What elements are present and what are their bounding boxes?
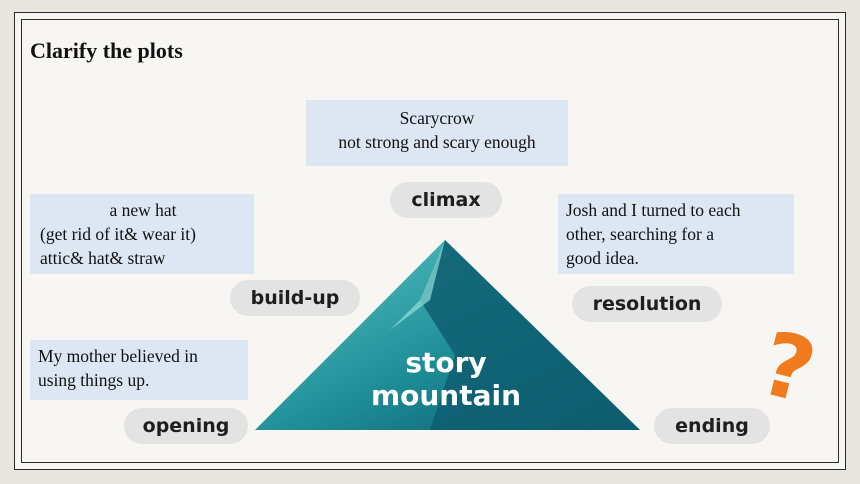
page-title: Clarify the plots bbox=[30, 38, 183, 63]
ending-label: ending bbox=[654, 408, 770, 444]
slide-inner-border bbox=[21, 19, 839, 463]
climax-note-line-2: not strong and scary enough bbox=[338, 132, 536, 152]
buildup-note-line-3: attic& hat& straw bbox=[40, 248, 166, 268]
resolution-note-box: Josh and I turned to each other, searchi… bbox=[558, 194, 794, 274]
opening-label: opening bbox=[124, 408, 248, 444]
resolution-label: resolution bbox=[572, 286, 722, 322]
mountain-label: story mountain bbox=[356, 346, 536, 412]
resolution-note-line-2: other, searching for a bbox=[566, 224, 714, 244]
buildup-note-box: a new hat (get rid of it& wear it) attic… bbox=[30, 194, 254, 274]
opening-note-box: My mother believed in using things up. bbox=[30, 340, 248, 400]
resolution-note-line-1: Josh and I turned to each bbox=[566, 200, 741, 220]
opening-note-line-1: My mother believed in bbox=[38, 346, 198, 366]
buildup-label: build-up bbox=[230, 280, 360, 316]
climax-note-line-1: Scarycrow bbox=[399, 108, 475, 128]
mountain-label-line-2: mountain bbox=[370, 379, 522, 412]
climax-label: climax bbox=[390, 182, 502, 218]
buildup-note-line-2: (get rid of it& wear it) bbox=[40, 224, 196, 244]
mountain-shadow-face bbox=[420, 240, 640, 430]
climax-note-box: Scarycrow not strong and scary enough bbox=[306, 100, 568, 166]
opening-note-line-2: using things up. bbox=[38, 370, 150, 390]
buildup-note-line-1: a new hat bbox=[109, 200, 177, 220]
resolution-note-line-3: good idea. bbox=[566, 248, 639, 268]
mountain-label-line-1: story bbox=[405, 346, 487, 379]
